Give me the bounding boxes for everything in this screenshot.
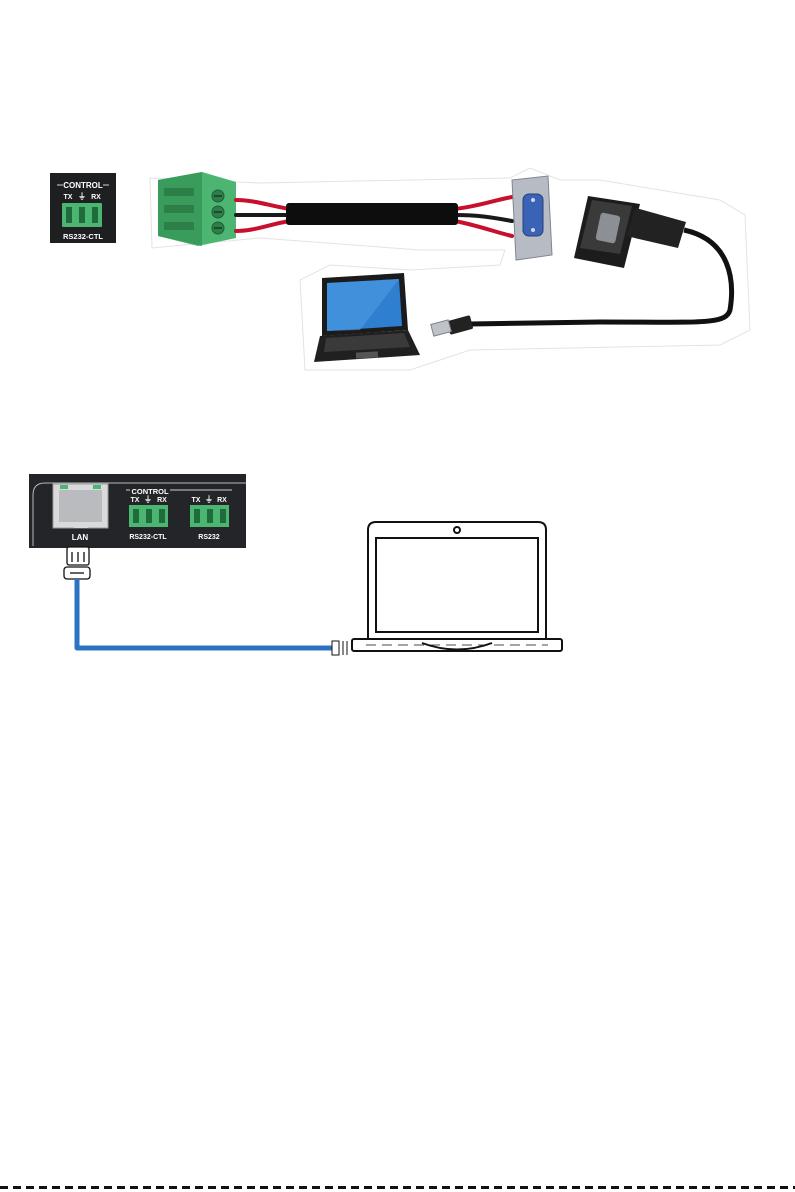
rear-panel: LAN CONTROL TX ⏚ RX RS232-CTL TX ⏚ RX RS…	[29, 474, 246, 548]
tx-label: TX	[131, 497, 140, 504]
db9-female-connector	[512, 176, 552, 260]
laptop-lan-plug	[332, 641, 347, 655]
lan-cable	[77, 579, 334, 648]
lan-port	[53, 484, 108, 528]
rs232-diagram: CONTROL TX ⏚ RX RS232-CTL	[0, 0, 795, 420]
rx-label: RX	[217, 497, 227, 504]
port-label: RS232	[198, 534, 220, 541]
rs232-ctl-port: TX ⏚ RX RS232-CTL	[129, 495, 168, 541]
control-label: CONTROL	[63, 181, 103, 190]
laptop-icon	[314, 273, 420, 362]
heat-shrink-sleeve	[286, 203, 458, 225]
tx-label: TX	[192, 497, 201, 504]
rx-label: RX	[157, 497, 167, 504]
phoenix-connector	[158, 172, 236, 246]
rx-label: RX	[91, 194, 101, 201]
lan-diagram: LAN CONTROL TX ⏚ RX RS232-CTL TX ⏚ RX RS…	[0, 455, 795, 685]
green-terminal-block	[62, 203, 102, 227]
ground-label: ⏚	[144, 495, 152, 504]
rs232-ctl-panel: CONTROL TX ⏚ RX RS232-CTL	[50, 173, 116, 243]
laptop-outline-icon	[352, 522, 562, 651]
port-label: RS232-CTL	[63, 232, 103, 241]
tx-label: TX	[64, 194, 73, 201]
ground-label: ⏚	[78, 192, 86, 201]
rj45-plug	[64, 547, 90, 579]
port-label: RS232-CTL	[129, 534, 167, 541]
ground-label: ⏚	[205, 495, 213, 504]
lan-label: LAN	[72, 533, 89, 542]
page-bottom-dashed-edge	[0, 1186, 795, 1189]
